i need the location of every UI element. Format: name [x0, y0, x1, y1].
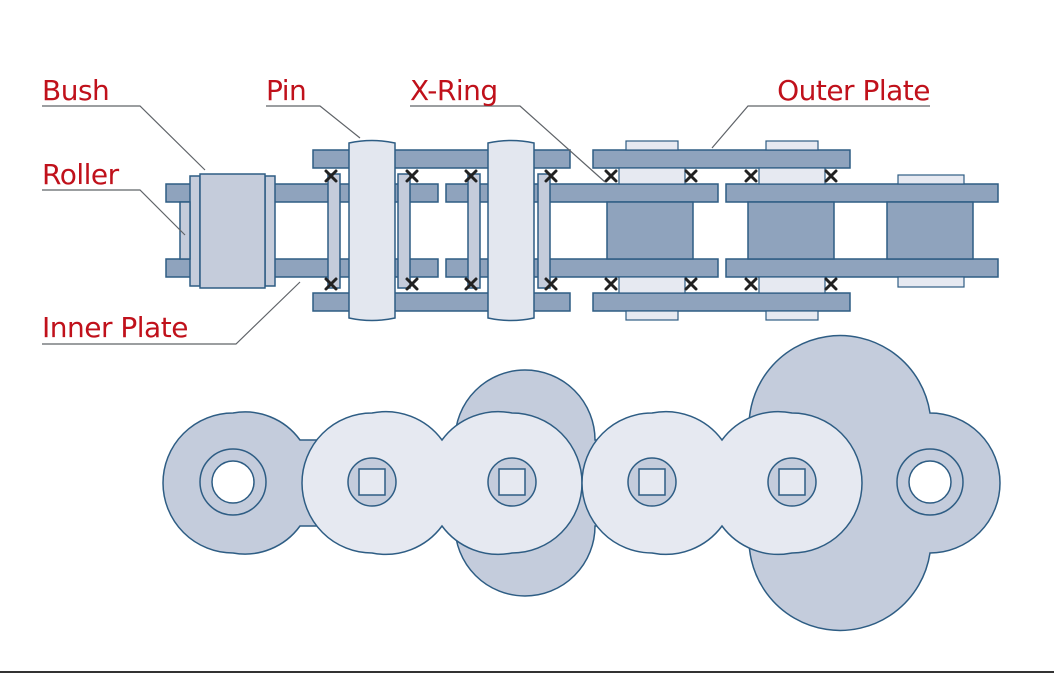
- pin-cap-top-2: [765, 140, 819, 151]
- leader-roller: [42, 189, 186, 236]
- x-ring-mark-16: [824, 277, 838, 291]
- inner-plates: [165, 183, 999, 278]
- left-bush-assembly: [179, 173, 276, 289]
- inner-plate-top-right: [725, 183, 999, 203]
- pin-heads: [347, 457, 817, 507]
- pin-cap-bottom-2: [765, 310, 819, 321]
- inner-plate-top-mid: [445, 183, 719, 203]
- chain-side-view: [162, 334, 1001, 632]
- bush-sleeve-1: [327, 173, 341, 289]
- x-ring-mark-8: [544, 277, 558, 291]
- pin-stub-bottom-1: [618, 276, 686, 294]
- end-bush-left-hole: [211, 460, 255, 504]
- end-bushes: [199, 448, 964, 516]
- roller-1: [606, 201, 694, 260]
- label-inner-plate: Inner Plate: [42, 311, 188, 344]
- bush: [199, 173, 266, 289]
- outer-link-left: [301, 410, 583, 556]
- pin-stub-top-1: [618, 167, 686, 185]
- label-roller: Roller: [42, 158, 120, 191]
- x-ring-mark-11: [684, 169, 698, 183]
- x-ring-mark-1: [324, 169, 338, 183]
- pins: [348, 139, 535, 322]
- bush-sleeve-3: [467, 173, 481, 289]
- bush-flange-left: [189, 175, 201, 287]
- x-ring-mark-13: [744, 169, 758, 183]
- label-pin: Pin: [266, 74, 306, 107]
- x-ring-mark-12: [684, 277, 698, 291]
- outer-plate-bottom-right: [592, 292, 851, 312]
- x-ring-mark-6: [464, 277, 478, 291]
- leader-x-ring: [410, 105, 606, 183]
- leader-outer-plate: [711, 105, 930, 149]
- bushes: [327, 173, 551, 289]
- bush-sleeve-2: [397, 173, 411, 289]
- leader-bush: [42, 105, 206, 171]
- pin-square-4: [778, 468, 806, 496]
- inner-plate-bottom-mid: [445, 258, 719, 278]
- x-rings: [324, 169, 838, 291]
- chain-section-view: [165, 139, 999, 322]
- pin-1: [348, 139, 396, 322]
- x-ring-mark-3: [405, 169, 419, 183]
- x-ring-mark-14: [744, 277, 758, 291]
- x-ring-mark-5: [464, 169, 478, 183]
- leader-inner-plate: [42, 281, 301, 345]
- x-ring-mark-9: [604, 169, 618, 183]
- labels: Bush Pin X-Ring Outer Plate Roller Inner…: [42, 74, 931, 344]
- outer-plate-top-right: [592, 149, 851, 169]
- roller-3: [886, 201, 974, 260]
- pin-stub-bottom-2: [758, 276, 826, 294]
- roller-2: [747, 201, 835, 260]
- label-outer-plate: Outer Plate: [777, 74, 930, 107]
- label-bush: Bush: [42, 74, 109, 107]
- bush-sleeve: [179, 201, 191, 260]
- rollers: [606, 140, 974, 321]
- pin-cap-bottom-1: [625, 310, 679, 321]
- x-ring-mark-15: [824, 169, 838, 183]
- x-ring-mark-7: [544, 169, 558, 183]
- pin-square-2: [498, 468, 526, 496]
- pin-square-3: [638, 468, 666, 496]
- inner-plate-bottom-right: [725, 258, 999, 278]
- end-pin-bottom: [897, 276, 965, 288]
- x-ring-mark-10: [604, 277, 618, 291]
- pin-cap-top-1: [625, 140, 679, 151]
- label-x-ring: X-Ring: [410, 74, 498, 107]
- pin-stub-top-2: [758, 167, 826, 185]
- pin-square-1: [358, 468, 386, 496]
- bush-flange-right: [264, 175, 276, 287]
- end-pin-top: [897, 174, 965, 185]
- pin-2: [487, 139, 535, 322]
- x-ring-mark-4: [405, 277, 419, 291]
- outer-link-right: [581, 410, 863, 556]
- end-bush-right-hole: [908, 460, 952, 504]
- x-ring-mark-2: [324, 277, 338, 291]
- bush-sleeve-4: [537, 173, 551, 289]
- leader-pin: [266, 105, 361, 139]
- bottom-rule: [0, 671, 1054, 673]
- leader-lines: [42, 105, 930, 345]
